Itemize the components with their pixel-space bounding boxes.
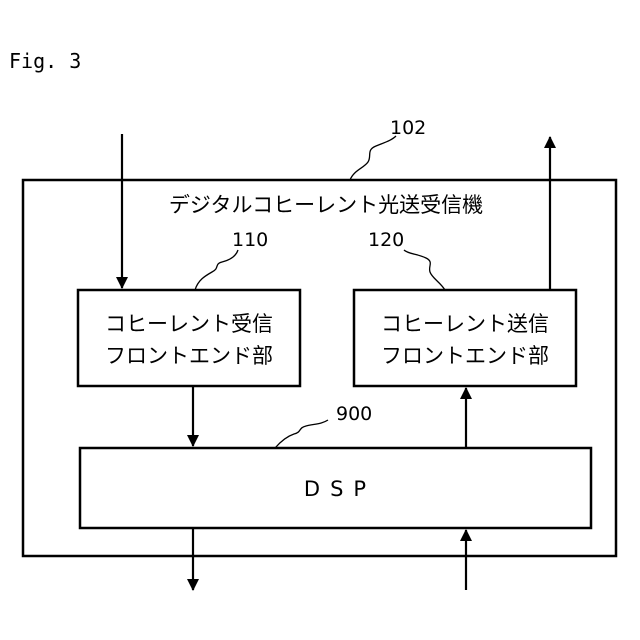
receiver-ref-leader — [195, 250, 238, 290]
receiver-line1: コヒーレント受信 — [105, 312, 273, 336]
figure-label: Fig. 3 — [9, 49, 81, 73]
device-title: デジタルコヒーレント光送受信機 — [169, 193, 483, 217]
transmitter-line2: フロントエンド部 — [381, 344, 549, 368]
receiver-block — [78, 290, 300, 386]
device-ref-leader — [350, 136, 396, 180]
dsp-ref: 900 — [336, 403, 372, 425]
dsp-label: DSP — [304, 477, 376, 501]
receiver-ref: 110 — [232, 229, 268, 251]
transmitter-ref: 120 — [368, 229, 404, 251]
receiver-line2: フロントエンド部 — [105, 344, 273, 368]
transmitter-block — [354, 290, 576, 386]
dsp-ref-leader — [275, 420, 328, 448]
transmitter-ref-leader — [404, 250, 445, 290]
transmitter-line1: コヒーレント送信 — [381, 312, 549, 336]
